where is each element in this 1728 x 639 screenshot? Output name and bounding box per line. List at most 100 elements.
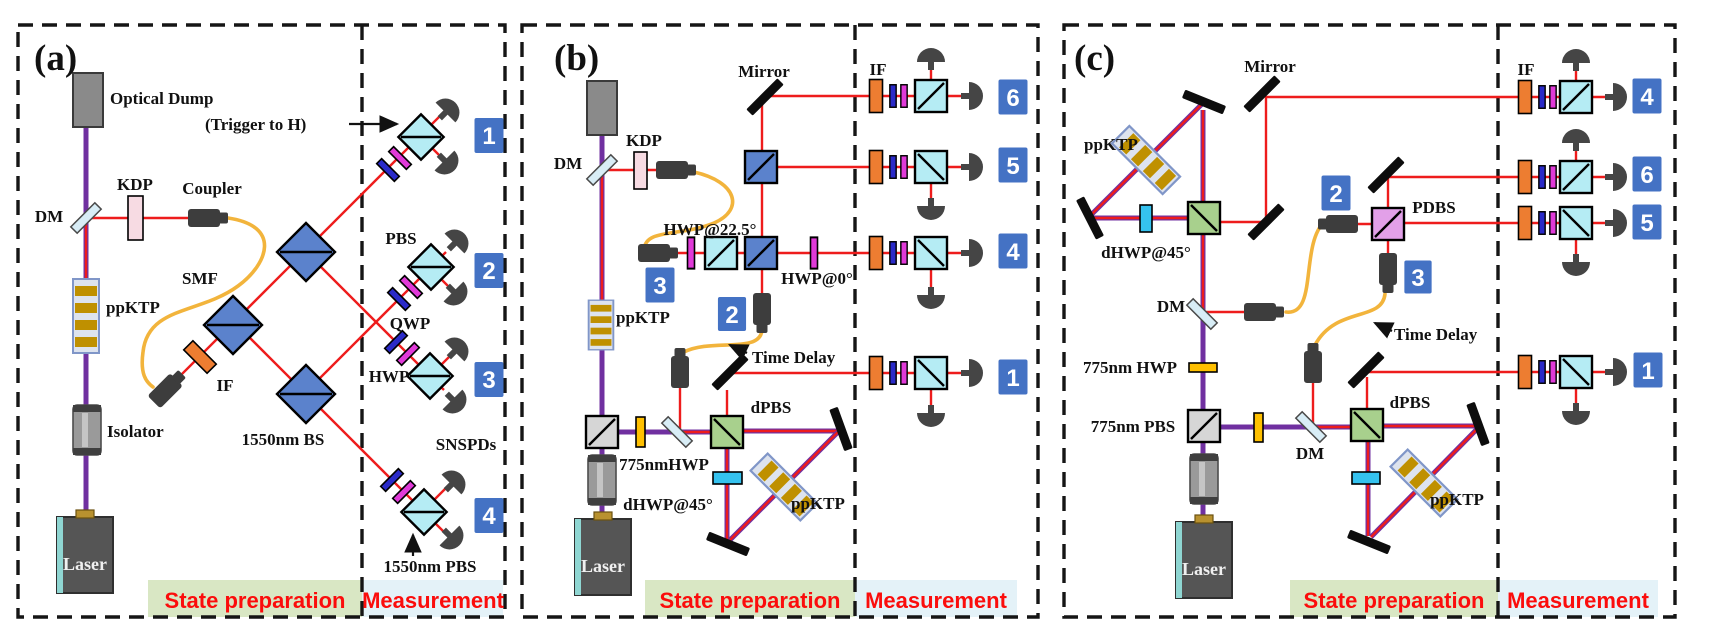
ppktp-label: ppKTP — [1084, 135, 1138, 154]
snspds-label: SNSPDs — [436, 435, 497, 454]
svg-text:5: 5 — [1006, 153, 1019, 180]
hwp-waveplate — [900, 241, 908, 265]
detector — [917, 48, 945, 70]
detector — [961, 82, 983, 110]
isolator — [1189, 453, 1219, 505]
interference-filter — [1517, 79, 1533, 115]
pbs-cube — [1558, 159, 1594, 195]
pbs-cube — [703, 235, 739, 271]
ppktp-loop-label: ppKTP — [791, 494, 845, 513]
svg-text:3: 3 — [653, 273, 666, 300]
panel-c-tag: (c) — [1074, 38, 1115, 79]
hwp-waveplate — [900, 361, 908, 385]
snspd-detector — [433, 519, 470, 556]
if-label: IF — [870, 60, 887, 79]
trigger-label: (Trigger to H) — [205, 115, 306, 134]
hwp-775-waveplate — [1188, 362, 1218, 373]
measure-row-c4 — [1517, 49, 1627, 115]
snspd-detector — [429, 92, 466, 129]
hwp-225-label: HWP@22.5° — [664, 220, 757, 239]
mirror — [1243, 75, 1281, 113]
detector — [961, 153, 983, 181]
hwp-waveplate — [1549, 360, 1557, 384]
laser-label: Laser — [63, 554, 107, 574]
fiber-coupler — [1244, 303, 1284, 321]
pbs-cube — [913, 78, 949, 114]
bs-cube — [743, 149, 779, 185]
hwp-0-waveplate — [809, 236, 819, 270]
interference-filter — [1517, 354, 1533, 390]
svg-text:4: 4 — [1006, 239, 1020, 266]
svg-text:6: 6 — [1006, 85, 1019, 112]
kdp-crystal — [127, 195, 144, 241]
svg-text:5: 5 — [1640, 210, 1653, 237]
channel-badge-a3: 3 — [474, 362, 504, 397]
channel-badge-b6: 6 — [998, 79, 1028, 115]
dpbs-cube — [1186, 200, 1222, 236]
channel-badge-b3: 3 — [645, 267, 675, 303]
pbs-cube — [913, 355, 949, 391]
measure-row-b6 — [868, 48, 983, 114]
state-preparation-label: State preparation — [1304, 588, 1485, 613]
dhwp-45-waveplate — [1139, 204, 1153, 233]
kdp-label: KDP — [626, 131, 662, 150]
pbs-cube — [1558, 79, 1594, 115]
section-bars-c — [1290, 580, 1658, 617]
qwp-waveplate — [1538, 360, 1546, 384]
interference-filter — [868, 78, 884, 114]
detector — [1562, 403, 1590, 425]
qwp-waveplate — [1538, 85, 1546, 109]
snspd-detector — [435, 464, 472, 501]
bs-cube — [743, 235, 779, 271]
pbs-1550-label: 1550nm PBS — [383, 557, 476, 576]
detector — [1605, 83, 1627, 111]
detector — [1605, 163, 1627, 191]
hwp-775-label: 775nmHWP — [619, 455, 709, 474]
qwp-waveplate — [889, 361, 897, 385]
section-bars-b — [645, 580, 1017, 617]
svg-text:2: 2 — [1329, 181, 1342, 208]
measure-row-c5 — [1517, 205, 1627, 276]
panel-b-border — [520, 23, 1040, 619]
ppktp-crystal — [587, 299, 615, 351]
interference-filter — [868, 149, 884, 185]
dm-label: DM — [554, 154, 582, 173]
detector — [1605, 209, 1627, 237]
panel-c-border — [1062, 23, 1677, 619]
fiber-coupler — [1304, 343, 1322, 383]
panel-b-tag: (b) — [554, 38, 599, 79]
time-delay-label: Time Delay — [752, 348, 836, 367]
pbs-cube — [1558, 354, 1594, 390]
dhwp-45-waveplate — [712, 471, 743, 485]
measurement-label: Measurement — [362, 588, 505, 613]
hwp-waveplate — [1549, 85, 1557, 109]
measure-row-c1 — [1517, 354, 1627, 425]
state-preparation-label: State preparation — [165, 588, 346, 613]
kdp-crystal — [633, 151, 648, 190]
state-preparation-label: State preparation — [660, 588, 841, 613]
dpbs-label: dPBS — [751, 398, 792, 417]
dm-2-label: DM — [1296, 444, 1324, 463]
fiber-coupler — [638, 244, 678, 262]
if-label: IF — [1518, 60, 1535, 79]
smf-label: SMF — [182, 269, 218, 288]
time-delay-label: Time Delay — [1394, 325, 1478, 344]
laser — [56, 509, 114, 594]
detector — [917, 287, 945, 309]
pbs-cube — [913, 149, 949, 185]
pdbs-cube — [1370, 206, 1406, 242]
interference-filter — [868, 235, 884, 271]
pdbs-label: PDBS — [1412, 198, 1455, 217]
hwp-waveplate — [900, 84, 908, 108]
optical-dump — [586, 80, 618, 136]
channel-badge-b5: 5 — [998, 147, 1028, 183]
hwp-775-label: 775nm HWP — [1083, 358, 1177, 377]
detector — [961, 239, 983, 267]
mirror — [1367, 156, 1405, 194]
qwp-waveplate — [1538, 165, 1546, 189]
svg-text:1: 1 — [1641, 358, 1654, 385]
panel-a: Laser 1 2 3 4 (a) Optical Dump (Trigger … — [16, 23, 507, 619]
bs-1550-label: 1550nm BS — [242, 430, 325, 449]
pbs-775-cube — [1186, 408, 1222, 444]
